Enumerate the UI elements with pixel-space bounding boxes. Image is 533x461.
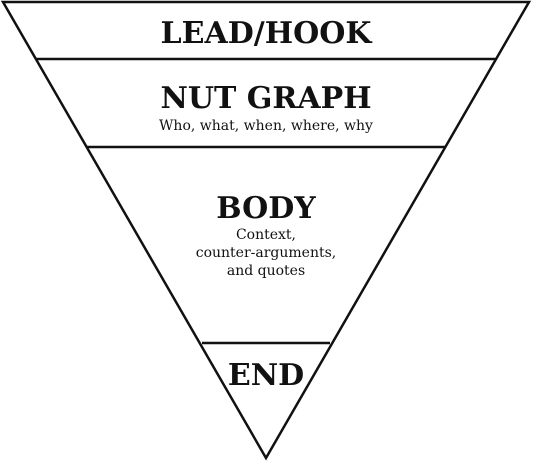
section-title-body: BODY bbox=[216, 191, 316, 226]
section-subtitle-nut-graph: Who, what, when, where, why bbox=[159, 118, 373, 134]
section-subtitle-body-line-1: Context, bbox=[236, 227, 296, 243]
section-title-lead: LEAD/HOOK bbox=[161, 16, 373, 51]
section-title-end: END bbox=[228, 358, 304, 393]
section-subtitle-body-line-2: counter-arguments, bbox=[196, 245, 337, 261]
section-title-nut-graph: NUT GRAPH bbox=[160, 81, 371, 116]
section-subtitle-body-line-3: and quotes bbox=[227, 263, 305, 279]
